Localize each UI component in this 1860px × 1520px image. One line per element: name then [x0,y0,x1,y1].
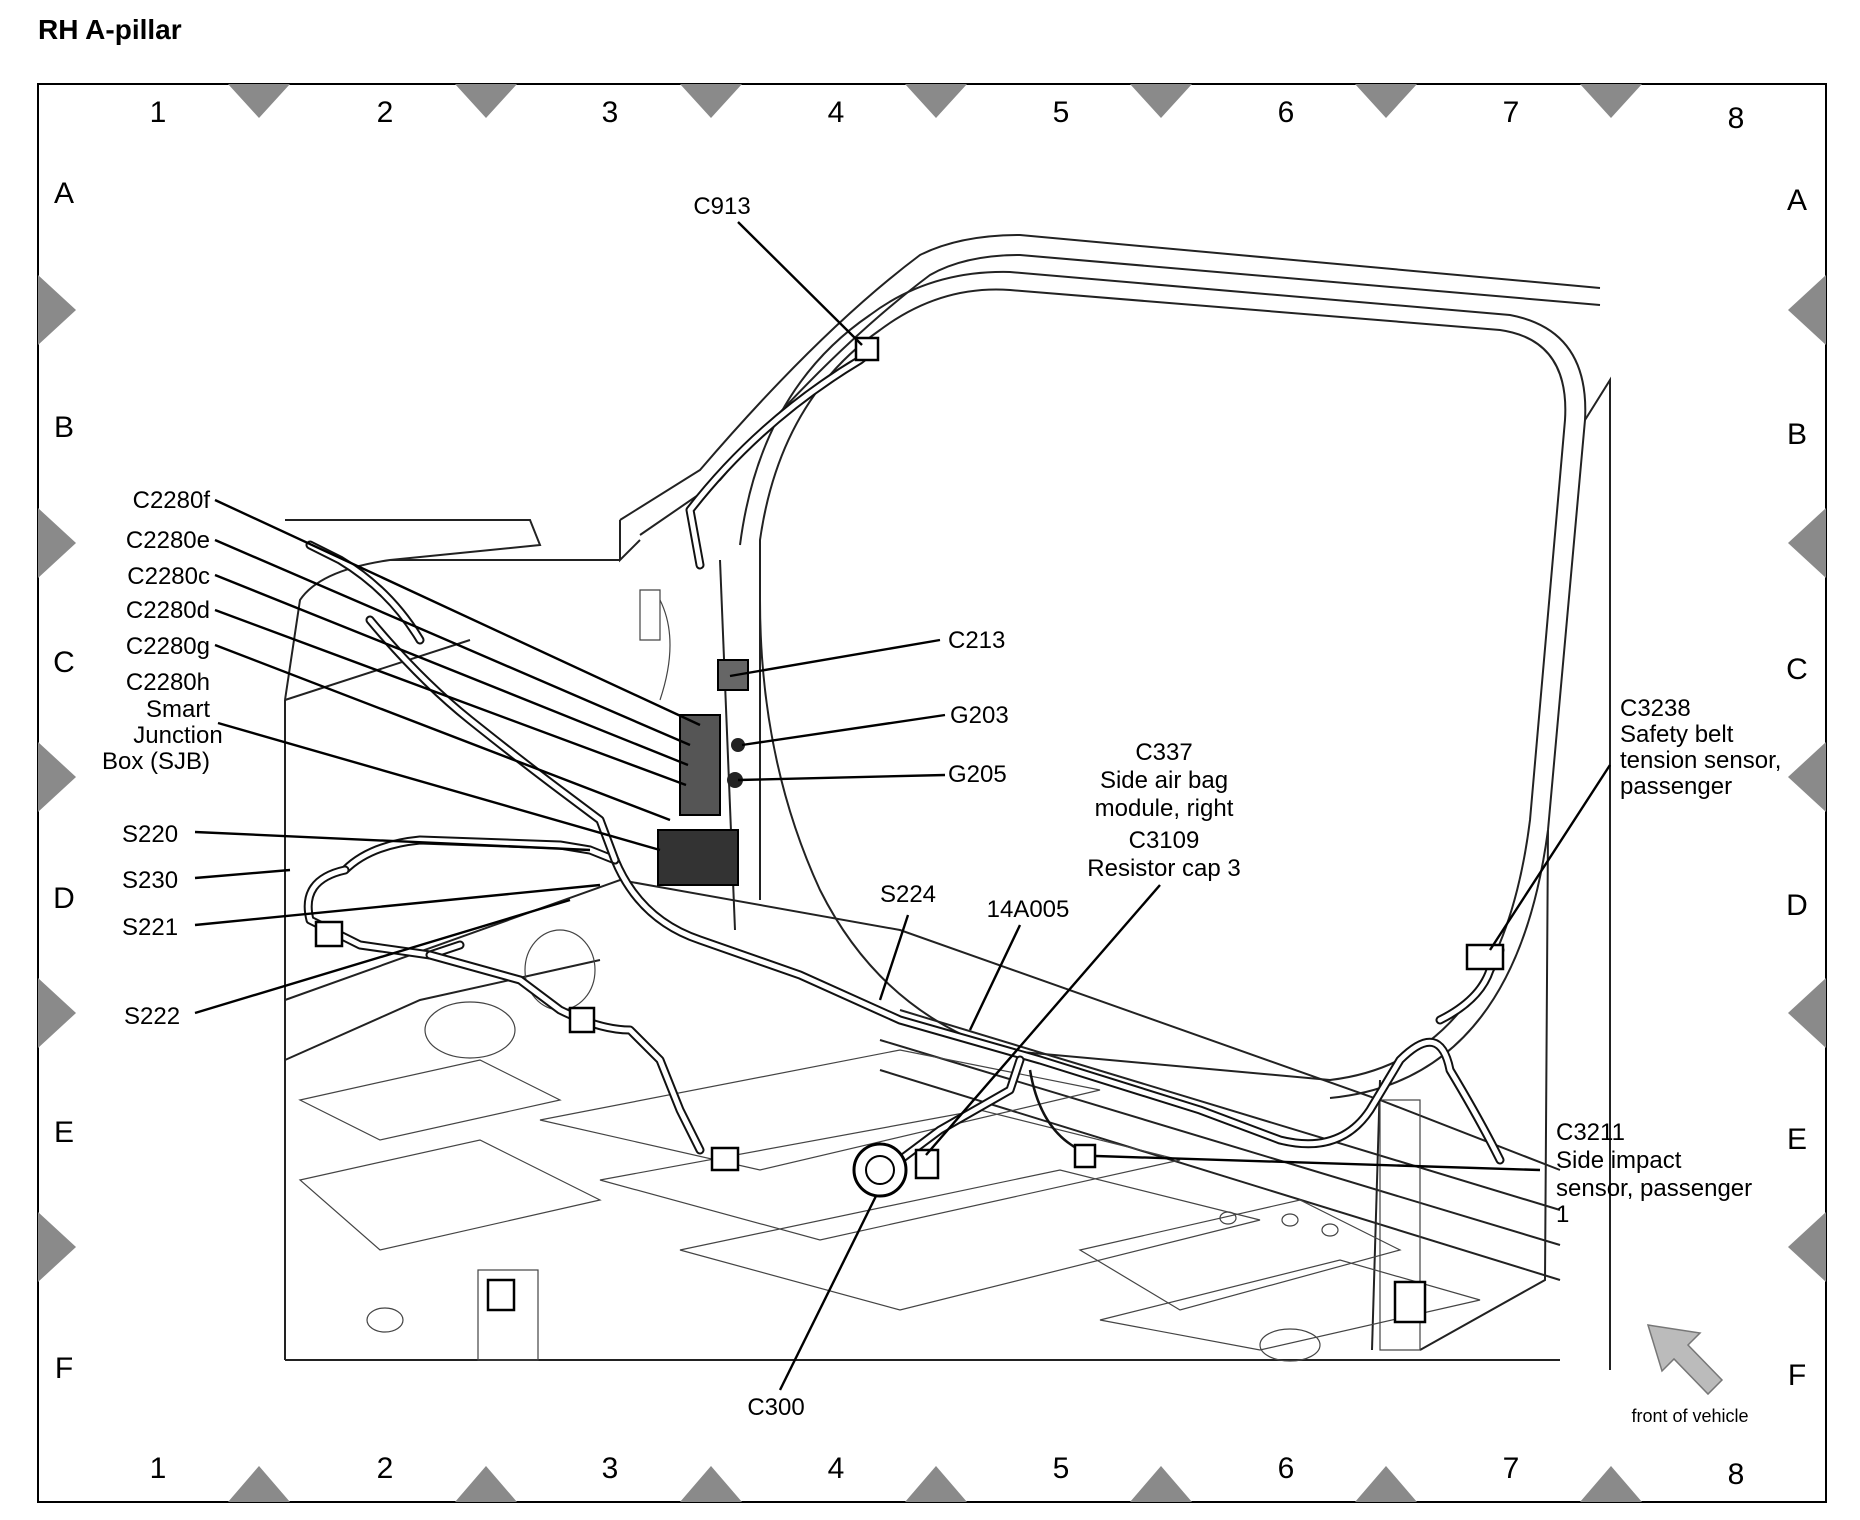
wiring-harness [303,347,1505,1165]
grid-col-6-bottom: 6 [1278,1452,1295,1485]
label-c3109-desc: Resistor cap 3 [1087,855,1240,882]
grid-col-3-bottom: 3 [602,1452,619,1485]
diagram-frame [37,83,1827,1503]
grid-row-c-right: C [1786,653,1808,686]
label-sjb-line3: Box (SJB) [102,748,210,775]
frame-markers [38,84,1826,1502]
label-c2280e: C2280e [126,527,210,554]
label-14a005: 14A005 [987,896,1070,923]
grid-row-d-left: D [53,882,75,915]
grid-col-5-top: 5 [1053,96,1070,129]
grid-row-b-left: B [54,411,74,444]
label-c337-desc-line1: Side air bag [1100,767,1228,794]
c3238-connector [1465,943,1505,971]
label-c337: C337 [1135,739,1192,766]
connectors [314,336,1505,1324]
g203-ground [731,738,745,752]
grid-col-5-bottom: 5 [1053,1452,1070,1485]
label-g203: G203 [950,702,1009,729]
g205-ground [727,772,743,788]
grid-row-b-right: B [1787,418,1807,451]
grid-row-c-left: C [53,646,75,679]
grid-col-7-top: 7 [1503,96,1520,129]
grid-col-8-top: 8 [1728,102,1745,135]
label-c3238-desc-line2: tension sensor, [1620,747,1781,774]
label-c3211-desc-line3: 1 [1556,1201,1569,1228]
label-c913: C913 [693,193,750,220]
label-c3238-desc-line1: Safety belt [1620,721,1734,748]
grid-col-1-top: 1 [150,96,167,129]
label-sjb-line2: Junction [133,722,222,749]
label-c213: C213 [948,627,1005,654]
grid-row-e-left: E [54,1116,74,1149]
label-g205: G205 [948,761,1007,788]
grid-col-2-top: 2 [377,96,394,129]
c3211-connector [1073,1143,1097,1169]
label-c2280h: C2280h [126,669,210,696]
page-title: RH A-pillar [38,14,182,45]
grid-col-4-bottom: 4 [828,1452,845,1485]
label-c2280d: C2280d [126,597,210,624]
label-s222: S222 [124,1003,180,1030]
label-c2280c: C2280c [127,563,210,590]
c337-connector [914,1148,940,1180]
grid-row-a-right: A [1787,184,1807,217]
label-front-of-vehicle: front of vehicle [1631,1406,1748,1426]
label-s230: S230 [122,867,178,894]
label-c3238: C3238 [1620,695,1691,722]
grid-row-d-right: D [1786,889,1808,922]
grid-row-a-left: A [54,177,74,210]
sjb-module [657,829,739,886]
label-c3211: C3211 [1556,1119,1625,1146]
grid-col-7-bottom: 7 [1503,1452,1520,1485]
label-s220: S220 [122,821,178,848]
c300-connector [852,1142,908,1198]
label-c3238-desc-line3: passenger [1620,773,1732,800]
grid-col-6-top: 6 [1278,96,1295,129]
grid-col-3-top: 3 [602,96,619,129]
label-s224: S224 [880,881,936,908]
grid-row-e-right: E [1787,1123,1807,1156]
label-c3211-desc-line1: Side impact [1556,1147,1682,1174]
grid-row-f-right: F [1788,1359,1806,1392]
grid-col-8-bottom: 8 [1728,1458,1745,1491]
leader-lines [194,221,1612,1391]
grid-row-f-left: F [55,1352,73,1385]
grid-col-1-bottom: 1 [150,1452,167,1485]
label-c337-desc-line2: module, right [1095,795,1234,822]
label-c300: C300 [747,1394,804,1421]
vehicle-body-drawing [284,233,1611,1370]
front-arrow-icon [1646,1324,1724,1396]
grid-col-2-bottom: 2 [377,1452,394,1485]
label-sjb-line1: Smart [146,696,210,723]
label-c2280g: C2280g [126,633,210,660]
label-c3109: C3109 [1129,827,1200,854]
label-c3211-desc-line2: sensor, passenger [1556,1175,1752,1202]
label-c2280f: C2280f [133,487,211,514]
grid-col-4-top: 4 [828,96,845,129]
label-s221: S221 [122,914,178,941]
